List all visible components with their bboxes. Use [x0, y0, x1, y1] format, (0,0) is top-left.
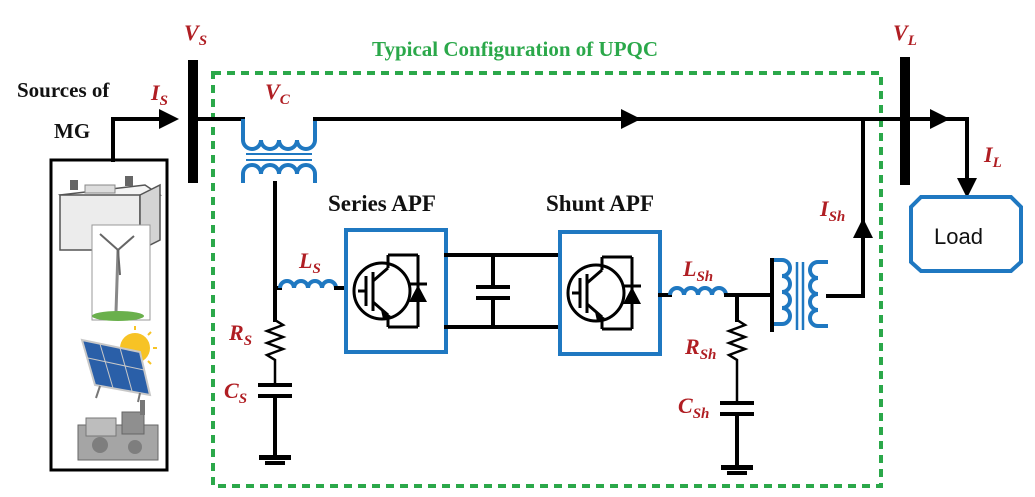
rs-label: RS: [228, 320, 252, 349]
ground-icon-shunt: [721, 465, 753, 475]
lsh-inductor: [668, 286, 728, 296]
shunt-secondary-wire: [826, 117, 865, 298]
il-label: IL: [983, 142, 1002, 171]
shunt-apf-module: [558, 230, 662, 356]
vc-label: VC: [265, 79, 291, 108]
load-wire: [938, 117, 969, 182]
generator-icon: [77, 400, 159, 461]
is-label: IS: [150, 80, 168, 109]
sources-label-line2: MG: [54, 119, 90, 143]
series-apf-label: Series APF: [328, 191, 436, 216]
solar-panel-icon: [80, 326, 157, 403]
rsh-label: RSh: [684, 334, 716, 363]
rsh-resistor: [725, 318, 749, 403]
ls-inductor: [278, 279, 338, 289]
csh-label: CSh: [678, 393, 709, 422]
ls-label: LS: [298, 248, 321, 277]
ground-icon-series: [259, 455, 291, 465]
vs-label: VS: [184, 20, 207, 49]
source-wire: [111, 117, 162, 162]
ish-label: ISh: [819, 196, 845, 225]
rs-resistor: [263, 315, 287, 385]
microgrid-sources: [49, 158, 169, 472]
wind-turbine-icon: [91, 224, 151, 321]
lsh-label: LSh: [682, 256, 713, 285]
cs-label: CS: [224, 378, 247, 407]
load-box: [909, 195, 1023, 273]
sources-label-line1: Sources of: [17, 78, 110, 102]
upqc-label: Typical Configuration of UPQC: [372, 37, 658, 61]
series-transformer: [241, 119, 317, 183]
shunt-transformer: [772, 258, 828, 330]
shunt-apf-label: Shunt APF: [546, 191, 654, 216]
upqc-boundary: [211, 71, 883, 488]
vl-label: VL: [893, 20, 917, 49]
series-apf-module: [344, 228, 448, 354]
load-label: Load: [934, 224, 983, 249]
